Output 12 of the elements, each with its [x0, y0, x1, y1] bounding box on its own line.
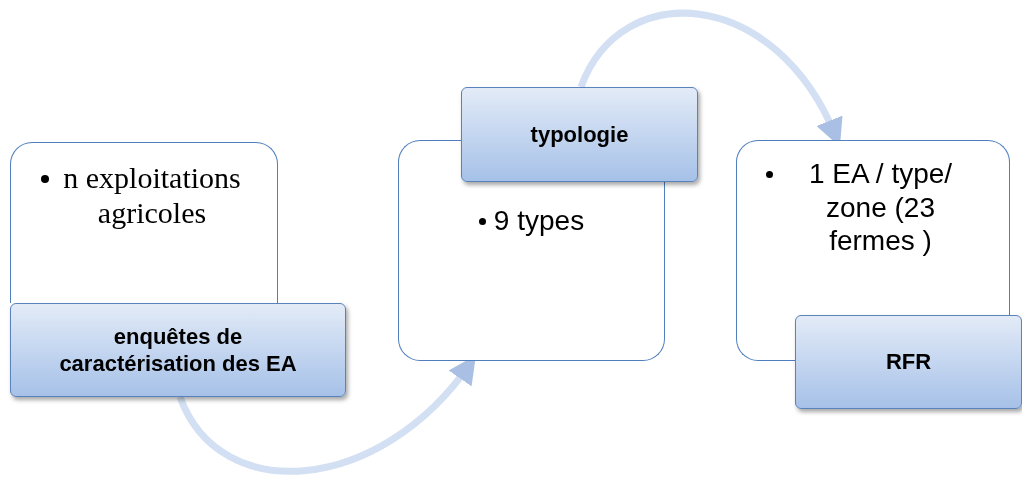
content-box — [398, 182, 665, 361]
bullet-text: 1 EA / type/ zone (23 fermes ) — [807, 157, 954, 258]
header-box — [461, 87, 698, 182]
content-box — [10, 142, 278, 303]
bullet-text: 9 types — [493, 204, 585, 238]
content-box — [736, 140, 1010, 315]
header-box — [795, 315, 1022, 409]
header-text: enquêtes de caractérisation des EA — [58, 322, 298, 378]
header-text: typologie — [530, 120, 629, 149]
header-box — [10, 303, 346, 397]
bullet-text: n exploitations agricoles — [62, 161, 242, 230]
header-text: RFR — [885, 348, 932, 376]
